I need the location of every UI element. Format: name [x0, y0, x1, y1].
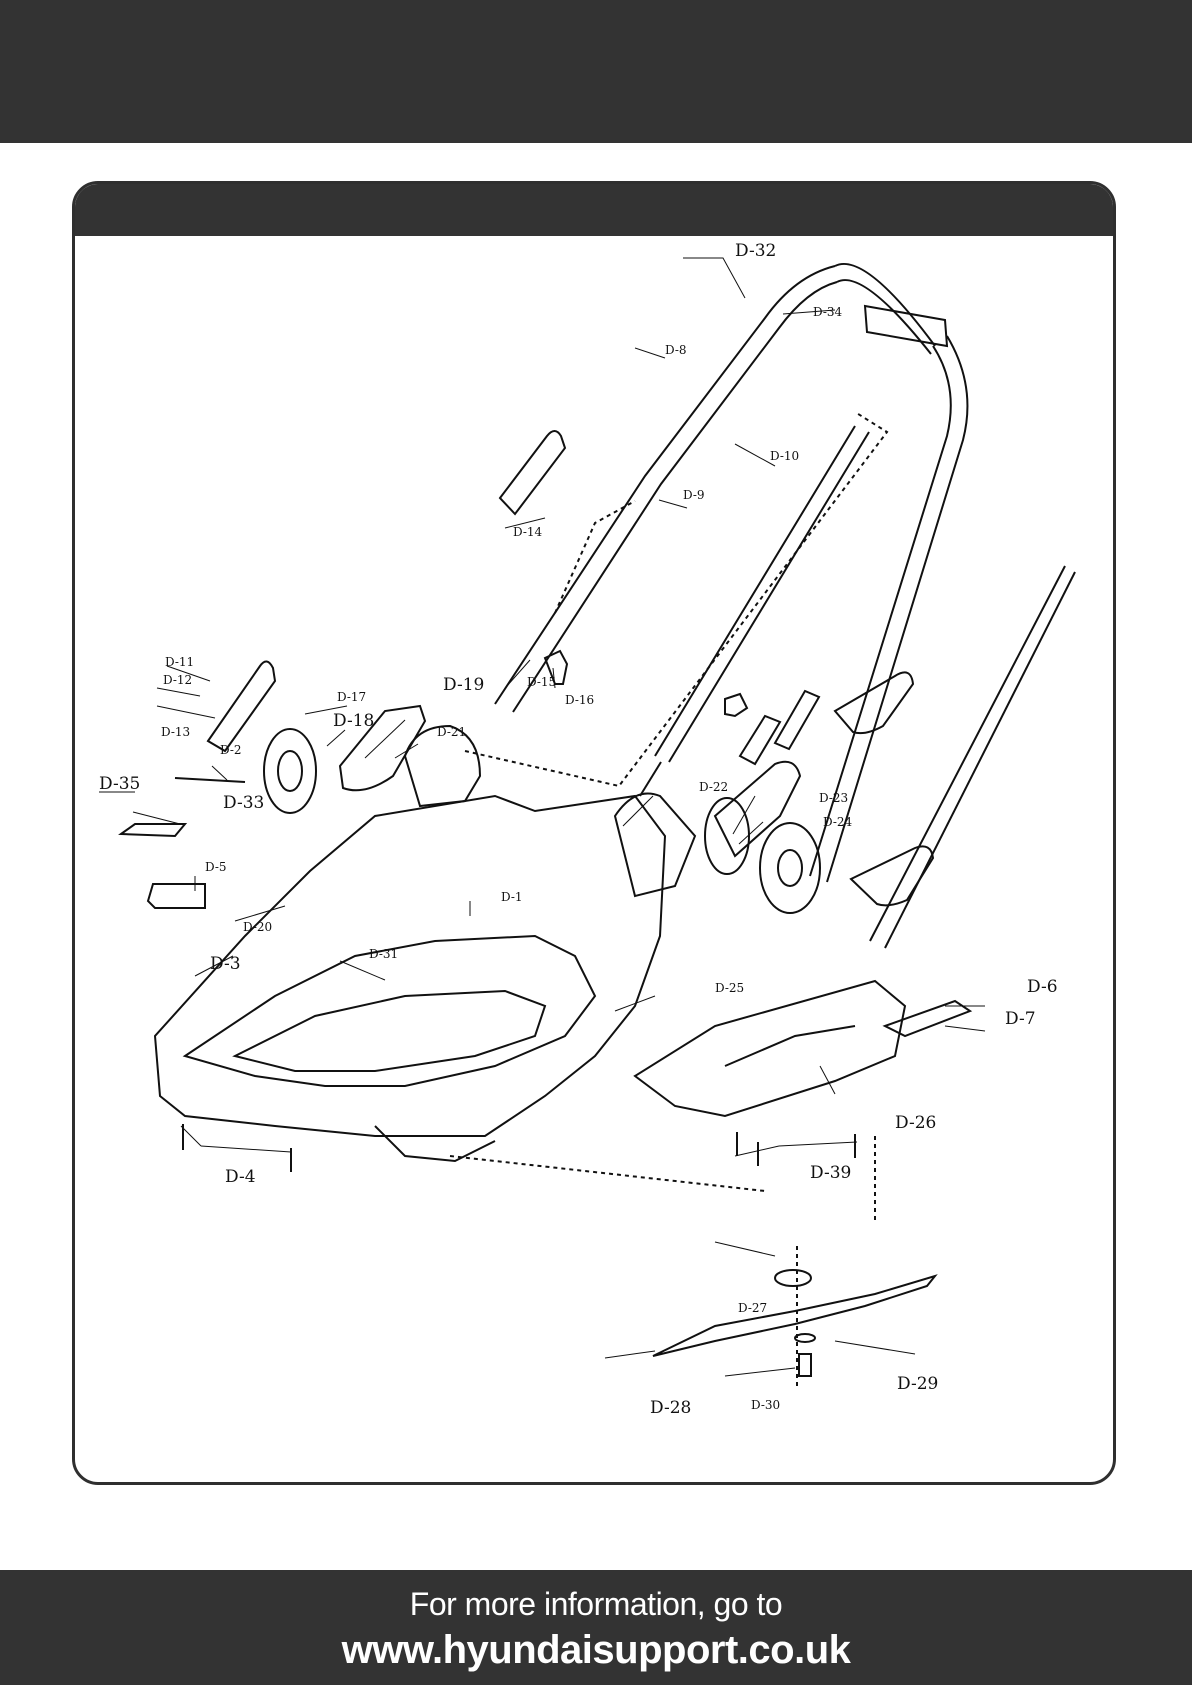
cable-d2 [175, 778, 245, 782]
part-label-d1: D-1 [501, 890, 523, 904]
part-label-d28: D-28 [650, 1398, 691, 1418]
part-label-d30: D-30 [751, 1398, 780, 1412]
part-label-d5: D-5 [205, 860, 227, 874]
part-label-d8: D-8 [665, 343, 687, 357]
wheel-right-d24 [760, 823, 820, 913]
part-label-d26: D-26 [895, 1113, 936, 1133]
part-label-d2: D-2 [220, 743, 242, 757]
footer-support-url[interactable]: www.hyundaisupport.co.uk [0, 1628, 1192, 1673]
part-label-d15: D-15 [527, 675, 556, 689]
handle-left-tube [495, 266, 835, 704]
lever-left [208, 661, 275, 751]
part-label-d9: D-9 [683, 488, 705, 502]
grass-box-d26 [635, 981, 905, 1116]
wheel-left-outer [264, 729, 316, 813]
part-label-d19: D-19 [443, 675, 484, 695]
wheel-right-d23 [715, 762, 800, 856]
part-label-d16: D-16 [565, 693, 594, 707]
part-label-d39: D-39 [810, 1163, 851, 1183]
part-label-d24: D-24 [823, 815, 853, 829]
lower-left-tube [640, 762, 661, 796]
part-label-d7: D-7 [1005, 1009, 1036, 1029]
part-label-d32: D-32 [735, 241, 776, 261]
part-label-d3: D-3 [210, 954, 241, 974]
part-label-d23: D-23 [819, 791, 848, 805]
blade-adapter-d27 [775, 1270, 811, 1286]
lever-upper-left [500, 431, 565, 514]
lever-right-upper [835, 672, 913, 733]
part-label-d27: D-27 [738, 1301, 767, 1315]
part-label-d4: D-4 [225, 1167, 256, 1187]
middle-tube-left [655, 426, 855, 756]
part-label-d10: D-10 [770, 449, 799, 463]
part-label-d31: D-31 [369, 947, 398, 961]
knob-right [725, 694, 747, 716]
lower-right-tube [870, 566, 1065, 941]
exploded-parts-diagram: D-32 D-34 D-8 D-10 D-9 D-14 D-11 D-12 D-… [75, 236, 1113, 1482]
panel-header-bar [75, 184, 1113, 236]
footer-info-text: For more information, go to [0, 1586, 1192, 1623]
part-label-d13: D-13 [161, 725, 190, 739]
footer-band: For more information, go to www.hyundais… [0, 1570, 1192, 1685]
part-label-d22: D-22 [699, 780, 728, 794]
part-label-d21: D-21 [437, 725, 466, 739]
switch-box [865, 306, 947, 346]
top-header-band [0, 0, 1192, 143]
part-label-d11: D-11 [165, 655, 194, 669]
diagram-svg: D-32 D-34 D-8 D-10 D-9 D-14 D-11 D-12 D-… [75, 236, 1113, 1482]
bolt-d30 [799, 1354, 811, 1376]
part-label-d14: D-14 [513, 525, 543, 539]
exploded-diagram-panel: D-32 D-34 D-8 D-10 D-9 D-14 D-11 D-12 D-… [72, 181, 1116, 1485]
part-label-d17: D-17 [337, 690, 366, 704]
handle-top-bar [835, 264, 935, 346]
part-label-d6: D-6 [1027, 977, 1058, 997]
blade-d28 [653, 1276, 935, 1356]
part-label-d12: D-12 [163, 673, 192, 687]
plate-d33 [121, 824, 185, 836]
part-label-d34: D-34 [813, 305, 843, 319]
part-label-d35: D-35 [99, 774, 140, 794]
part-label-d20: D-20 [243, 920, 272, 934]
switch-box-d5 [148, 884, 205, 908]
rear-flap [375, 1126, 495, 1161]
part-label-d29: D-29 [897, 1374, 938, 1394]
part-label-d33: D-33 [223, 793, 264, 813]
part-label-d25: D-25 [715, 981, 744, 995]
part-label-d18: D-18 [333, 711, 374, 731]
